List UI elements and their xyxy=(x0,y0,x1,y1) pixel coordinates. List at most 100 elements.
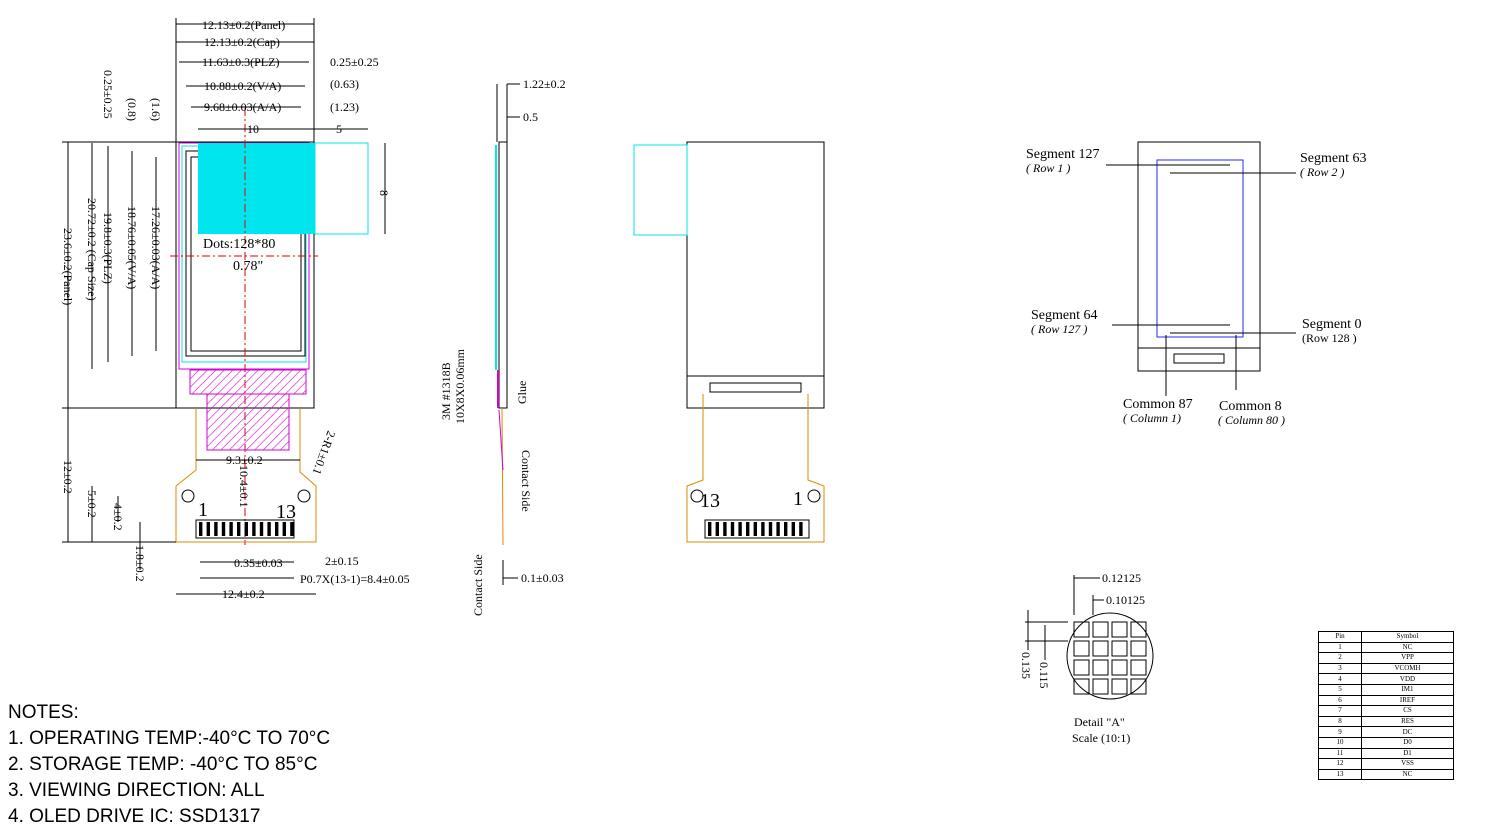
col80-label: ( Column 80 ) xyxy=(1218,413,1285,427)
contact-pad xyxy=(708,522,712,536)
dim-12: 12±0.2 xyxy=(61,460,75,494)
symbol-cell: IM1 xyxy=(1361,683,1454,696)
row127-label: ( Row 127 ) xyxy=(1031,322,1087,336)
back-view-labels: 13 1 xyxy=(700,488,803,512)
dim-pitch: P0.7X(13-1)=8.4±0.05 xyxy=(300,572,410,586)
symbol-cell: VSS xyxy=(1361,758,1454,770)
contact-pad xyxy=(206,522,210,536)
fpc-hole-left xyxy=(181,489,195,503)
notes-title: NOTES: xyxy=(8,702,79,723)
dim-va-width: 10.88±0.2(V/A) xyxy=(204,79,281,93)
pin-cell: 10 xyxy=(1318,736,1362,749)
back-panel xyxy=(686,141,825,409)
dim-right-2: (0.63) xyxy=(330,77,359,91)
fpc-hole-right xyxy=(297,489,311,503)
com87-label: Common 87 xyxy=(1123,397,1193,412)
row128-label: (Row 128 ) xyxy=(1302,331,1357,345)
side-fpc xyxy=(501,407,504,546)
back-fpc xyxy=(686,394,825,543)
contact-pad xyxy=(259,522,264,536)
dim-h-panel: 23.6±0.2(Panel) xyxy=(61,228,75,305)
dim-5b: 5±0.2 xyxy=(85,490,99,518)
detail-a xyxy=(1025,575,1154,700)
symbol-cell: D0 xyxy=(1361,736,1454,749)
detail-grid xyxy=(1073,621,1147,695)
contact-pad xyxy=(753,522,757,536)
note-1: 1. OPERATING TEMP:-40°C TO 70°C xyxy=(8,728,331,749)
contact-side-1: Contact Side xyxy=(519,450,533,512)
symbol-cell: D1 xyxy=(1361,747,1454,760)
dim-93: 9.3±0.2 xyxy=(226,453,263,467)
row2-label: ( Row 2 ) xyxy=(1300,165,1344,179)
contact-pad xyxy=(267,522,271,536)
dim-2: 2±0.15 xyxy=(325,554,359,568)
detail-scale: Scale (10:1) xyxy=(1072,731,1130,745)
dim-4: 4±0.2 xyxy=(111,503,125,531)
dim-122: 1.22±0.2 xyxy=(523,77,566,91)
pin-cell: 13 xyxy=(1318,768,1362,781)
highlight-extension xyxy=(314,142,369,235)
dim-right-3: (1.23) xyxy=(330,100,359,114)
symbol-cell: VPP xyxy=(1361,652,1454,664)
contact-pad xyxy=(768,522,773,536)
symbol-cell: IREF xyxy=(1361,694,1454,707)
dim-5: 5 xyxy=(336,122,342,136)
contact-pad xyxy=(791,522,795,536)
pin-cell: 4 xyxy=(1318,673,1362,685)
com8-label: Common 8 xyxy=(1219,399,1282,414)
note-2: 2. STORAGE TEMP: -40°C TO 85°C xyxy=(8,754,318,775)
contact-pad xyxy=(290,522,294,536)
notes-block: NOTES: 1. OPERATING TEMP:-40°C TO 70°C 2… xyxy=(8,700,330,830)
pin-cell: 1 xyxy=(1318,641,1362,654)
detail-labels: 0.12125 0.10125 0.135 0.115 Detail "A" S… xyxy=(1019,571,1145,745)
dim-v-0: 0.25±0.25 xyxy=(101,70,115,119)
seg64-label: Segment 64 xyxy=(1031,308,1098,323)
dots-label: Dots:128*80 xyxy=(203,237,275,252)
glue-label: Glue xyxy=(515,381,529,404)
contact-pad xyxy=(244,522,248,536)
dim-01: 0.1±0.03 xyxy=(521,571,564,585)
mapping-labels: Segment 127 ( Row 1 ) Segment 63 ( Row 2… xyxy=(1026,147,1367,427)
pin-cell: 3 xyxy=(1318,662,1362,675)
contact-pad xyxy=(776,522,780,536)
pin-cell: 6 xyxy=(1318,694,1362,707)
dim-v-2: (1.6) xyxy=(149,98,163,121)
note-3: 3. VIEWING DIRECTION: ALL xyxy=(8,780,265,801)
symbol-cell: CS xyxy=(1361,705,1454,717)
contact-pad xyxy=(799,522,803,536)
pin-cell: 2 xyxy=(1318,652,1362,664)
tape-label: 3M #1318B xyxy=(439,362,453,420)
header-pin: Pin xyxy=(1318,631,1362,643)
contact-pad xyxy=(221,522,226,536)
symbol-cell: DC xyxy=(1361,726,1454,738)
header-symbol: Symbol xyxy=(1361,631,1454,643)
tape-size: 10X8X0.06mm xyxy=(453,348,467,424)
contact-pad xyxy=(214,522,218,536)
pin-table-header: Pin Symbol xyxy=(1318,631,1454,643)
side-view xyxy=(495,83,520,585)
pin-cell: 7 xyxy=(1318,705,1362,717)
contact-pads xyxy=(195,519,295,539)
pin-cell: 5 xyxy=(1318,683,1362,696)
back-view xyxy=(633,141,825,543)
fpc-stiffener-neck xyxy=(206,393,290,451)
dim-right-1: 0.25±0.25 xyxy=(330,55,379,69)
dim-h-aa: 17.26±0.03(A/A) xyxy=(149,206,163,289)
dim-plz-width: 11.63±0.3(PLZ) xyxy=(202,55,279,69)
front-view xyxy=(62,18,386,595)
dim-r: 2-R1±0.1 xyxy=(310,429,339,477)
dim-h-va: 18.76±0.05(V/A) xyxy=(125,206,139,289)
pin-cell: 11 xyxy=(1318,747,1362,760)
contact-pad xyxy=(275,522,279,536)
